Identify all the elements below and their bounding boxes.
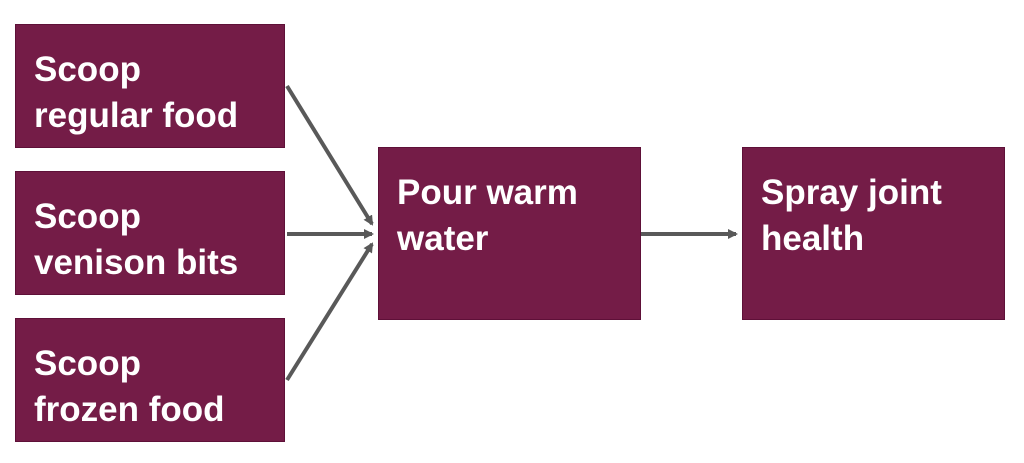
node-text: Pour warm (397, 173, 578, 212)
node-text: Scoop (34, 50, 141, 89)
arrow-regular-to-water (285, 84, 374, 226)
node-text: Scoop (34, 197, 141, 236)
node-scoop-frozen-food: Scoop frozen food (15, 318, 285, 442)
node-text: water (397, 219, 489, 258)
node-text: frozen food (34, 390, 225, 429)
node-spray-joint-health: Spray joint health (742, 147, 1005, 320)
node-text: Spray joint (761, 173, 942, 212)
node-text: health (761, 219, 865, 258)
node-scoop-regular-food: Scoop regular food (15, 24, 285, 148)
node-text: regular food (34, 96, 239, 135)
node-pour-warm-water: Pour warm water (378, 147, 641, 320)
node-text: venison bits (34, 243, 239, 282)
arrow-frozen-to-water (285, 242, 374, 382)
node-scoop-venison-bits: Scoop venison bits (15, 171, 285, 295)
node-text: Scoop (34, 344, 141, 383)
